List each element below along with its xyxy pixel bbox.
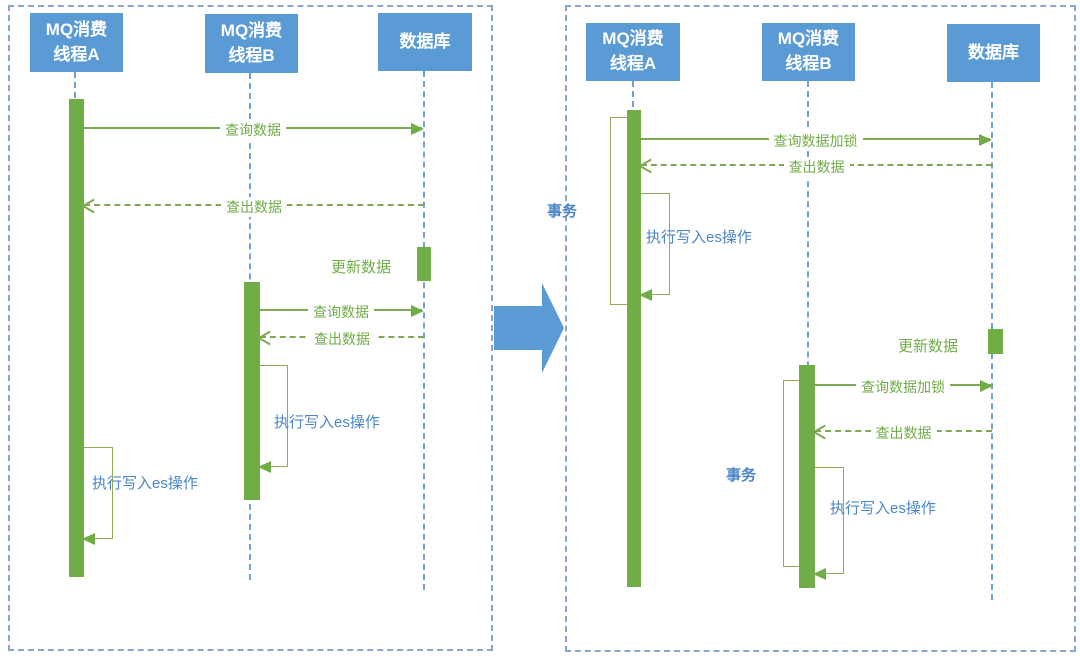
message-arrow-left-query-a: 查询数据 [84, 120, 424, 140]
actor-box-left-thread-a: MQ消费 线程A [30, 13, 123, 72]
loop-arrowhead-icon [258, 461, 271, 473]
actor-label: 线程B [785, 54, 832, 73]
activation-bar-left-thread-a [69, 99, 84, 577]
arrowhead-right-icon [411, 305, 424, 317]
self-loop-left-thread-b [258, 365, 288, 473]
lifeline-right-thread-b [807, 81, 809, 588]
transition-arrow-body [494, 306, 542, 350]
actor-label: 数据库 [399, 31, 451, 51]
message-arrow-right-result-a: 查出数据 [641, 157, 992, 177]
activation-bar-right-thread-a [627, 110, 641, 587]
message-arrow-left-result-a: 查出数据 [84, 197, 424, 217]
self-loop-label: 执行写入es操作 [92, 475, 198, 492]
actor-box-left-thread-b: MQ消费 线程B [205, 14, 298, 73]
message-label: 查询数据加锁 [856, 377, 950, 397]
message-arrow-left-query-b: 查询数据 [260, 302, 424, 322]
self-loop-label: 执行写入es操作 [274, 414, 380, 431]
lifeline-left-database [423, 71, 425, 590]
self-loop-left-thread-a [82, 447, 113, 545]
arrowhead-right-icon [980, 380, 993, 392]
arrowhead-right-icon [411, 123, 424, 135]
actor-box-right-database: 数据库 [947, 24, 1040, 82]
actor-label: 线程A [53, 44, 100, 64]
self-loop-label: 执行写入es操作 [646, 229, 752, 246]
message-arrow-right-query-lock-b: 查询数据加锁 [815, 377, 993, 397]
transaction-label-a: 事务 [547, 203, 578, 220]
actor-box-right-thread-b: MQ消费 线程B [762, 23, 855, 81]
transaction-label-b: 事务 [726, 467, 757, 484]
actor-label: MQ消费 [777, 29, 840, 49]
message-arrow-right-query-lock-a: 查询数据加锁 [641, 131, 992, 151]
activation-bar-left-database [417, 247, 431, 281]
actor-label: MQ消费 [220, 20, 283, 40]
actor-label: 线程B [228, 45, 275, 65]
self-loop-right-thread-b [813, 467, 844, 580]
message-label: 查出数据 [783, 157, 850, 177]
update-data-label-right: 更新数据 [898, 338, 959, 355]
activation-bar-left-thread-b [244, 282, 260, 500]
update-data-label-left: 更新数据 [331, 259, 392, 276]
message-label: 查询数据 [220, 120, 286, 140]
loop-arrowhead-icon [813, 568, 826, 580]
message-label: 查出数据 [221, 197, 287, 217]
activation-bar-right-database [988, 329, 1003, 354]
actor-label: 线程A [609, 54, 657, 73]
message-label: 查询数据加锁 [768, 131, 863, 151]
message-arrow-right-result-b: 查出数据 [815, 423, 992, 443]
actor-label: MQ消费 [45, 19, 108, 39]
activation-bar-right-thread-b [799, 365, 815, 588]
loop-arrowhead-icon [639, 289, 652, 301]
actor-box-left-database: 数据库 [378, 13, 472, 71]
self-loop-right-thread-a [639, 193, 670, 301]
right-panel-frame [565, 5, 1076, 652]
message-label: 查询数据 [308, 302, 374, 322]
arrowhead-right-icon [979, 134, 992, 146]
left-panel-frame [8, 5, 493, 651]
actor-label: 数据库 [968, 42, 1019, 62]
message-label: 查出数据 [870, 423, 937, 443]
message-label: 查出数据 [309, 329, 375, 349]
self-loop-label: 执行写入es操作 [830, 500, 936, 517]
loop-arrowhead-icon [82, 533, 95, 545]
transition-arrow-head [542, 283, 564, 373]
actor-box-right-thread-a: MQ消费 线程A [586, 23, 680, 81]
message-arrow-left-result-b: 查出数据 [260, 329, 424, 349]
actor-label: MQ消费 [602, 29, 664, 49]
